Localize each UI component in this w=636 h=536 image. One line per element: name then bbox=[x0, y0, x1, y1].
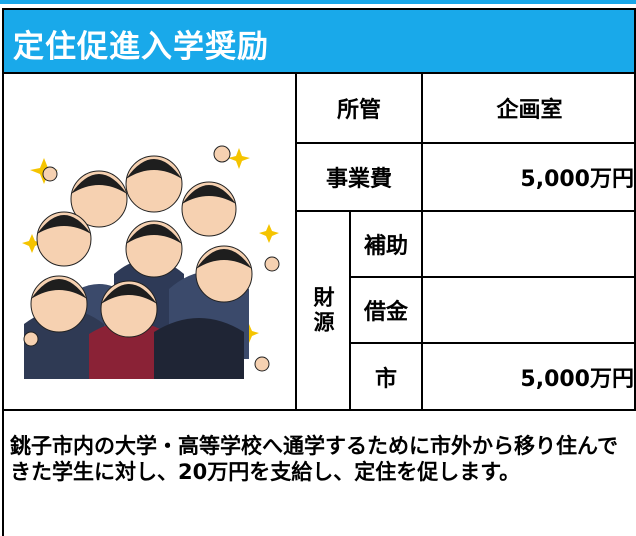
top-accent-line bbox=[0, 0, 636, 4]
page-title: 定住促進入学奨励 bbox=[13, 29, 269, 65]
table-divider bbox=[349, 342, 636, 344]
cost-label: 事業費 bbox=[325, 167, 392, 192]
jurisdiction-label: 所管 bbox=[336, 98, 381, 123]
title-bar: 定住促進入学奨励 bbox=[2, 8, 636, 74]
table-divider bbox=[297, 142, 636, 144]
description-text: 銚子市内の大学・高等学校へ通学するために市外から移り住んできた学生に対し、20万… bbox=[10, 434, 618, 484]
cost-value: 5,000万円 bbox=[520, 167, 634, 192]
table-divider bbox=[297, 210, 636, 212]
subsidy-value bbox=[423, 212, 636, 276]
funding-source-label: 財源 bbox=[311, 285, 335, 336]
table-divider bbox=[349, 276, 636, 278]
table-divider bbox=[349, 210, 351, 409]
info-grid: 所管 企画室 事業費 5,000万円 財源 補助 借金 市 5,000万円 bbox=[2, 74, 636, 411]
city-value: 5,000万円 bbox=[520, 366, 634, 392]
loan-value bbox=[423, 278, 636, 342]
city-label: 市 bbox=[374, 366, 397, 392]
students-cheering-image bbox=[22, 145, 280, 379]
students-cheering-illustration bbox=[4, 74, 297, 409]
table-divider bbox=[421, 74, 423, 409]
jurisdiction-value: 企画室 bbox=[496, 98, 563, 123]
description-box: 銚子市内の大学・高等学校へ通学するために市外から移り住んできた学生に対し、20万… bbox=[2, 411, 636, 536]
loan-label: 借金 bbox=[363, 300, 408, 325]
subsidy-label: 補助 bbox=[363, 234, 408, 259]
